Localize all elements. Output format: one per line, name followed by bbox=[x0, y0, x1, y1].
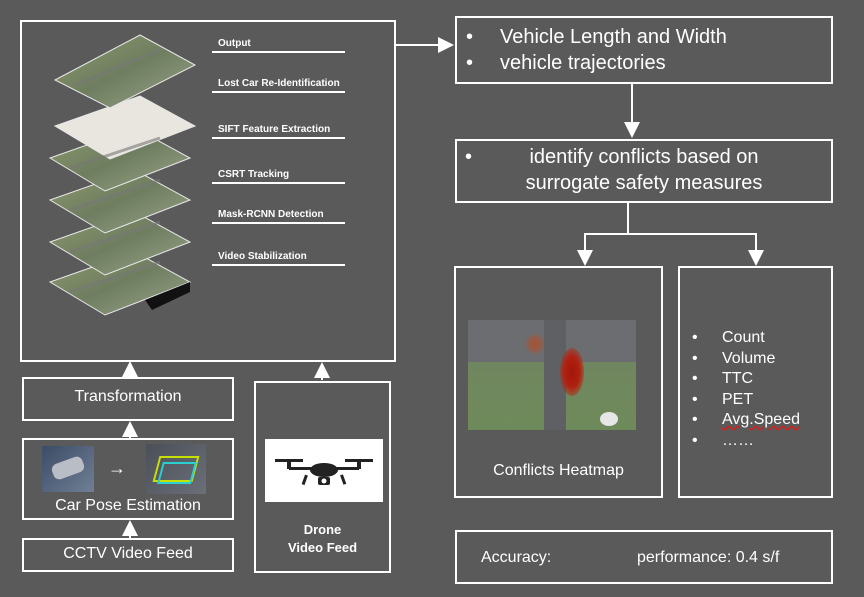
car-shape bbox=[50, 455, 86, 481]
layer-label-csrt: CSRT Tracking bbox=[218, 169, 290, 180]
conflicts-line1: identify conflicts based on bbox=[529, 146, 759, 168]
transformation-box bbox=[22, 377, 234, 421]
drone-box bbox=[254, 381, 391, 573]
layer-label-sift: SIFT Feature Extraction bbox=[218, 124, 331, 135]
heatmap-label: Conflicts Heatmap bbox=[493, 462, 624, 479]
conflicts-box bbox=[455, 139, 833, 203]
vehicle-info-item: Vehicle Length and Width bbox=[466, 24, 727, 50]
layer-label-maskrcnn: Mask-RCNN Detection bbox=[218, 209, 324, 220]
metrics-list: Count Volume TTC PET Avg.Speed …… bbox=[692, 328, 800, 451]
transformation-label: Transformation bbox=[74, 388, 182, 405]
metric-item: TTC bbox=[692, 369, 800, 390]
car-pose-box bbox=[22, 438, 234, 520]
conflicts-line2: surrogate safety measures bbox=[525, 172, 763, 194]
heatmap-spot-small bbox=[526, 334, 544, 354]
car-pose-arrow-icon: → bbox=[108, 458, 126, 478]
pipeline-layers-graphic bbox=[48, 34, 197, 316]
car-pose-input-image bbox=[42, 446, 94, 492]
cctv-box bbox=[22, 538, 234, 572]
metric-item: PET bbox=[692, 390, 800, 411]
white-structure bbox=[600, 412, 618, 426]
vehicle-info-list: Vehicle Length and Width vehicle traject… bbox=[466, 24, 727, 76]
heatmap-hotspot bbox=[560, 348, 584, 396]
drone-image bbox=[265, 439, 383, 502]
drone-label-line1: Drone bbox=[303, 522, 342, 537]
bullet-icon: • bbox=[465, 146, 473, 168]
road-vertical bbox=[544, 320, 566, 430]
layer-label-reid: Lost Car Re-Identification bbox=[218, 78, 340, 89]
car-pose-output-image bbox=[146, 444, 206, 494]
vehicle-info-box bbox=[455, 16, 833, 84]
layer-label-output: Output bbox=[218, 38, 251, 49]
pipeline-box bbox=[20, 20, 396, 362]
metric-item: Volume bbox=[692, 349, 800, 370]
car-pose-label: Car Pose Estimation bbox=[55, 497, 201, 514]
metric-item: Count bbox=[692, 328, 800, 349]
metrics-box bbox=[678, 266, 833, 498]
vehicle-info-item: vehicle trajectories bbox=[466, 50, 727, 76]
pose-bounding-box-inner bbox=[157, 462, 197, 484]
metric-item: …… bbox=[692, 431, 800, 452]
performance-label: performance: 0.4 s/f bbox=[637, 549, 780, 566]
accuracy-label: Accuracy: bbox=[481, 549, 552, 566]
accuracy-box bbox=[455, 530, 833, 584]
layer-label-stabilization: Video Stabilization bbox=[218, 251, 307, 262]
cctv-label: CCTV Video Feed bbox=[63, 545, 193, 562]
heatmap-image bbox=[468, 320, 636, 430]
metric-item: Avg.Speed bbox=[692, 410, 800, 431]
drone-icon bbox=[275, 459, 373, 486]
heatmap-box bbox=[454, 266, 663, 498]
drone-label-line2: Video Feed bbox=[287, 540, 358, 555]
